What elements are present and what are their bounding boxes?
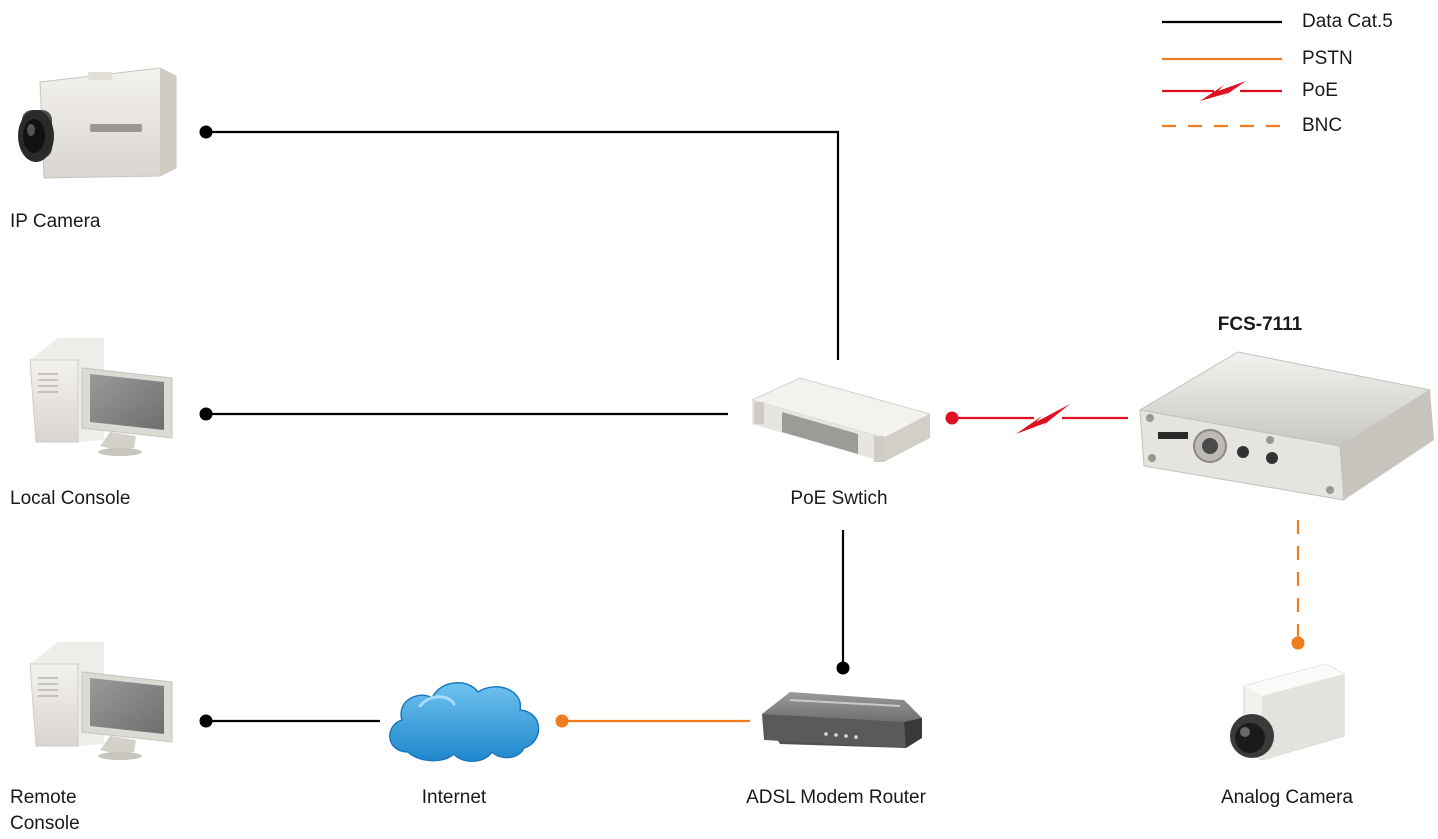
- switch-modem-link-endpoint: [836, 661, 850, 675]
- poe-link: [945, 404, 1128, 434]
- ip-camera-image: [18, 67, 177, 179]
- remote-console-link-endpoint: [199, 714, 213, 728]
- analog-camera-label: Analog Camera: [1220, 787, 1354, 808]
- ip-camera-label: IP Camera: [10, 211, 101, 232]
- pstn-link-endpoint: [555, 714, 569, 728]
- fcs-7111-image: [1138, 351, 1434, 501]
- poe-switch-label: PoE Swtich: [790, 488, 888, 509]
- adsl-modem-router-image: [762, 692, 922, 748]
- remote-console-label-line2: Console: [10, 813, 80, 834]
- connections: [199, 125, 1305, 728]
- fcs-7111-label: FCS-7111: [1217, 314, 1303, 335]
- analog-camera-image: [1230, 663, 1345, 761]
- ip-camera-link-endpoint: [199, 125, 213, 139]
- internet-cloud-image: [389, 682, 540, 762]
- bnc-link-endpoint: [1291, 636, 1305, 650]
- legend-label-data-cat5: Data Cat.5: [1302, 11, 1393, 32]
- internet-label: Internet: [421, 787, 487, 808]
- legend: [1162, 20, 1282, 128]
- legend-label-poe: PoE: [1302, 80, 1338, 101]
- remote-console-label-line1: Remote: [10, 787, 77, 808]
- local-console-label: Local Console: [10, 488, 131, 509]
- legend-poe-line: [1162, 81, 1282, 101]
- poe-switch-image: [750, 377, 932, 462]
- ip-camera-link: [206, 130, 840, 360]
- legend-label-bnc: BNC: [1302, 115, 1343, 136]
- local-console-link-endpoint: [199, 407, 213, 421]
- adsl-modem-router-label: ADSL Modem Router: [746, 787, 926, 808]
- legend-label-pstn: PSTN: [1302, 48, 1353, 69]
- remote-console-image: [29, 642, 173, 760]
- local-console-image: [29, 338, 173, 456]
